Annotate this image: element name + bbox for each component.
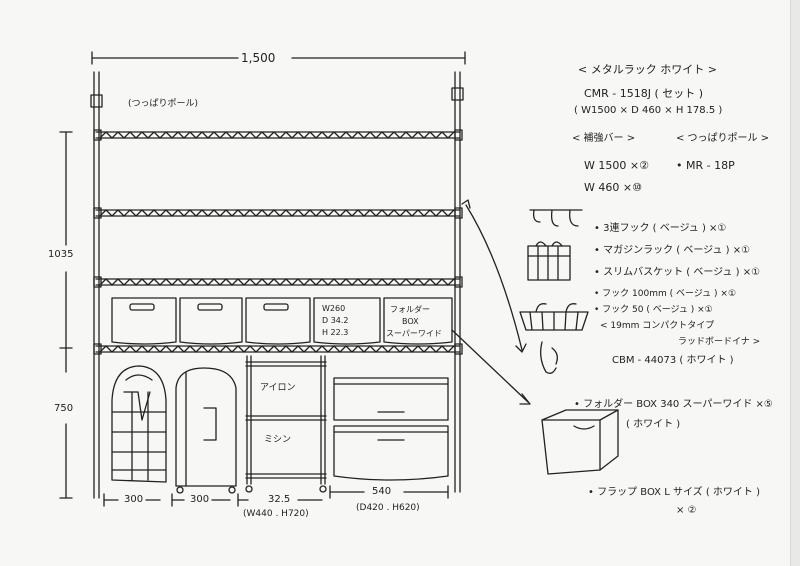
overall-width-label: 1,500 (241, 51, 276, 65)
bag-1 (111, 365, 167, 483)
triple-hook (529, 209, 583, 227)
folder-box-item: • フォルダー BOX 340 スーパーワイド ×⑤ (574, 399, 773, 410)
accessory-arrows (451, 199, 531, 405)
slim-basket (519, 303, 589, 331)
accessory-1: • 3連フック ( ベージュ ) ×① (594, 223, 727, 234)
wire-shelf-3 (93, 276, 463, 288)
wire-shelf-2 (93, 207, 463, 219)
small-hooks (540, 341, 558, 374)
pole-model: • MR - 18P (676, 159, 735, 172)
flap-box-1 (333, 377, 449, 421)
rack-title: < メタルラック ホワイト > (578, 63, 717, 76)
folder-box-4 (313, 297, 381, 345)
bar-line-2: W 460 ×⑩ (584, 181, 642, 194)
wire-shelf-1 (93, 129, 463, 141)
magazine-rack (527, 241, 571, 281)
width-bag: 300 (124, 494, 144, 505)
folder-box-label-2: BOX (402, 317, 419, 326)
width-case: 300 (190, 494, 210, 505)
folder-box-5 (383, 297, 453, 345)
chest-size-label: (D420 . H620) (356, 503, 420, 513)
bar-line-1: W 1500 ×② (584, 159, 649, 172)
folder-box-label-3: スーパーワイド (386, 329, 442, 338)
pole-title: < つっぱりポール > (676, 133, 770, 144)
upper-height-label: 1035 (48, 249, 74, 260)
tension-pole-label: (つっぱりポール) (128, 99, 199, 109)
lower-height-label: 750 (54, 403, 74, 414)
folder-box-label-1: フォルダー (390, 305, 430, 314)
iron-label: アイロン (260, 383, 296, 393)
accessory-2: • マガジンラック ( ベージュ ) ×① (594, 245, 751, 256)
flap-box-qty: × ② (676, 505, 697, 516)
sewing-label: ミシン (264, 435, 292, 445)
flap-box-item: • フラップ BOX L サイズ ( ホワイト ) (588, 487, 760, 498)
folder-box-2 (179, 297, 243, 345)
cart-size-label: (W440 . H720) (243, 509, 309, 519)
accessory-8: CBM - 44073 ( ホワイト ) (612, 355, 734, 366)
metal-cart (245, 355, 327, 493)
folder-box-sketch (541, 409, 619, 475)
shelf-box-height: H 22.3 (322, 328, 349, 337)
rack-size: ( W1500 × D 460 × H 178.5 ) (574, 105, 723, 116)
shelf-box-width: W260 (322, 304, 346, 313)
bottom-dimension-lines (103, 485, 449, 507)
rack-model: CMR - 1518J ( セット ) (584, 87, 704, 100)
rolling-case (175, 367, 237, 494)
accessory-6: < 19mm コンパクトタイプ (600, 321, 715, 331)
flap-box-2 (333, 425, 449, 481)
bar-title: < 補強バー > (572, 133, 636, 144)
accessory-5: • フック 50 ( ベージュ ) ×① (594, 305, 713, 315)
height-dimension-line (59, 131, 73, 499)
accessory-7: ラッドボードイナ > (678, 337, 761, 347)
folder-box-1 (111, 297, 177, 345)
shelf-box-depth: D 34.2 (322, 316, 349, 325)
width-cart: 32.5 (268, 494, 291, 505)
folder-box-color: ( ホワイト ) (626, 419, 681, 430)
width-chest: 540 (372, 486, 392, 497)
wire-shelf-4 (93, 343, 463, 355)
folder-box-3 (245, 297, 311, 345)
accessory-3: • スリムバスケット ( ベージュ ) ×① (594, 267, 761, 278)
accessory-4: • フック 100mm ( ベージュ ) ×① (594, 289, 737, 299)
width-dimension-line (91, 51, 466, 65)
